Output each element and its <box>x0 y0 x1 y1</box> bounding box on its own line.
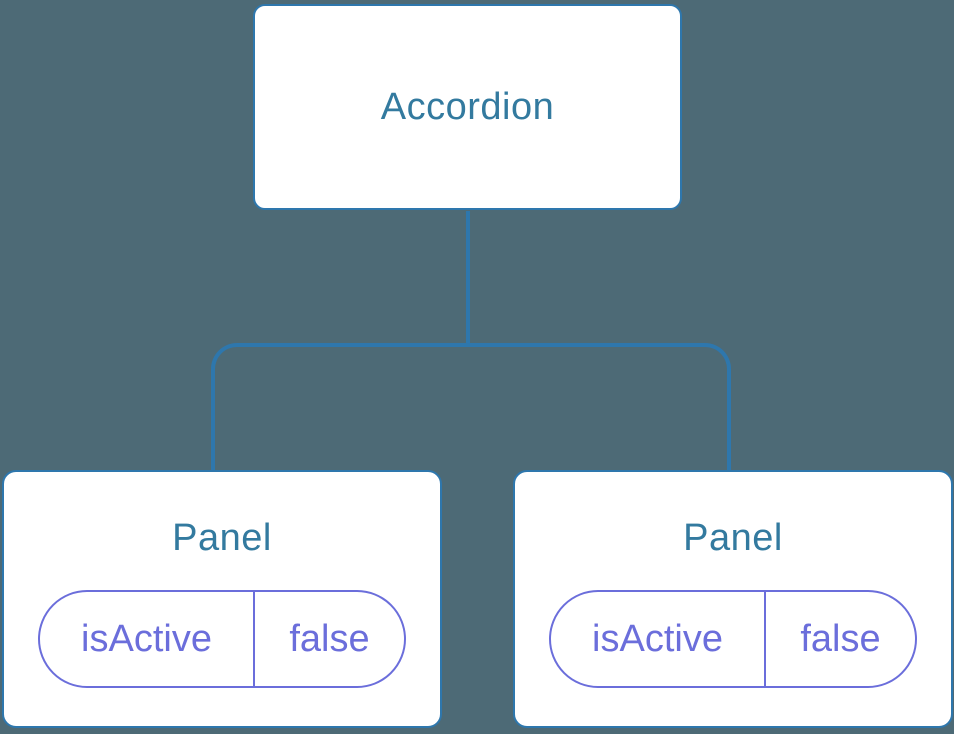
panel-right-label: Panel <box>683 517 783 559</box>
panel-node-left: Panel isActive false <box>2 470 442 728</box>
panel-left-state-key: isActive <box>40 592 255 686</box>
panel-right-state-key: isActive <box>551 592 766 686</box>
panel-left-state-pill: isActive false <box>38 590 406 688</box>
connector-bracket <box>211 343 731 470</box>
accordion-node-label: Accordion <box>380 85 555 128</box>
panel-left-label: Panel <box>172 517 272 559</box>
connector-stem <box>466 211 470 345</box>
panel-right-state-value: false <box>800 617 881 660</box>
accordion-node: Accordion <box>253 4 682 210</box>
panel-left-state-value: false <box>289 617 370 660</box>
panel-node-right: Panel isActive false <box>513 470 953 728</box>
panel-right-state-pill: isActive false <box>549 590 917 688</box>
